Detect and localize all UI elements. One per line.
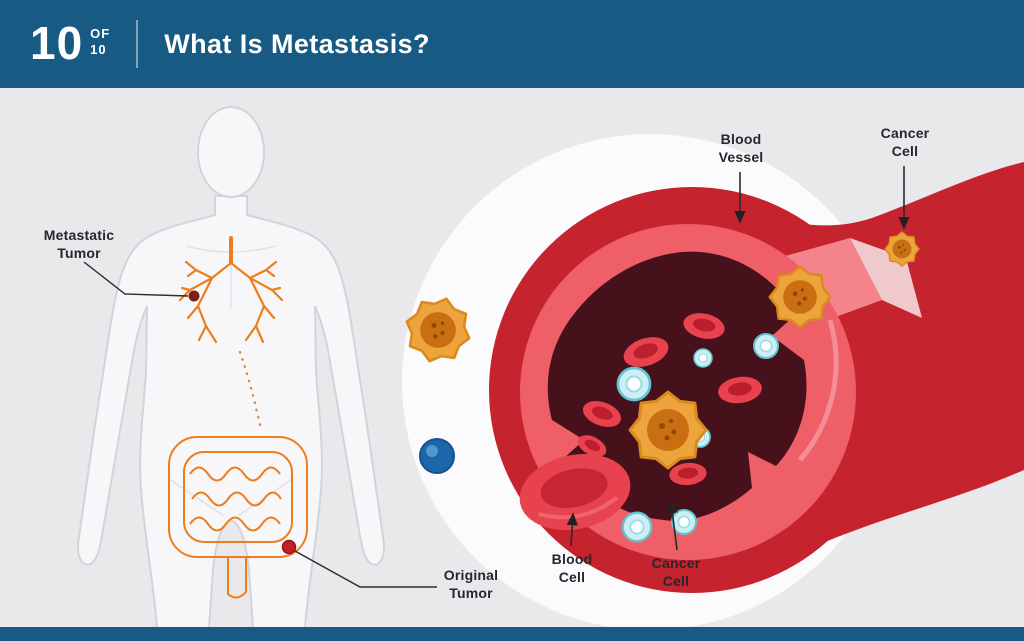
slide-of-stack: OF 10 (90, 26, 110, 57)
cancer-cell (628, 390, 708, 470)
immune-cell (670, 508, 698, 536)
cancer-cell-bottom-label: Cancer Cell (651, 555, 701, 590)
immune-cell (693, 348, 713, 368)
header-bar: 10 OF 10 What Is Metastasis? (0, 0, 1024, 88)
cancer-cell (768, 265, 832, 329)
spread-dotted-path (238, 350, 263, 432)
blood-cell-arrow (566, 512, 578, 547)
metastatic-tumor-pointer (83, 261, 189, 297)
vessel-cut-facet (778, 238, 882, 322)
immune-cell (752, 332, 780, 360)
slide-of-label: OF (90, 26, 111, 42)
metastatic-tumor-label: Metastatic Tumor (43, 227, 115, 262)
vessel-lumen (547, 251, 807, 521)
page-title: What Is Metastasis? (164, 28, 430, 59)
original-tumor-label: Original Tumor (443, 567, 499, 602)
slide-total: 10 (90, 41, 107, 57)
original-tumor-pointer (294, 550, 437, 588)
slide-counter: 10 OF 10 (30, 17, 110, 70)
cancer-cell-top-label: Cancer Cell (880, 125, 930, 160)
intestines-diagram (168, 436, 308, 599)
original-tumor-marker (281, 539, 297, 555)
metastatic-tumor-marker (188, 290, 200, 302)
slide-number: 10 (30, 17, 84, 70)
cells-outside-vessel (397, 231, 920, 543)
blood-cell-label: Blood Cell (551, 551, 593, 586)
blood-vessel-label: Blood Vessel (718, 131, 764, 166)
head (197, 106, 265, 198)
footer-bar (0, 627, 1024, 641)
cancer-cell (884, 231, 920, 267)
blood-cell-large (519, 453, 631, 531)
blue-cell (419, 438, 455, 474)
immune-cell (616, 366, 652, 402)
immune-cell (621, 511, 653, 543)
lungs-diagram (178, 236, 284, 344)
header-divider (136, 20, 139, 68)
vessel-wall-highlight (798, 319, 839, 462)
callout-arrows (83, 166, 910, 588)
cancer-cell-bottom-arrow (666, 500, 678, 551)
